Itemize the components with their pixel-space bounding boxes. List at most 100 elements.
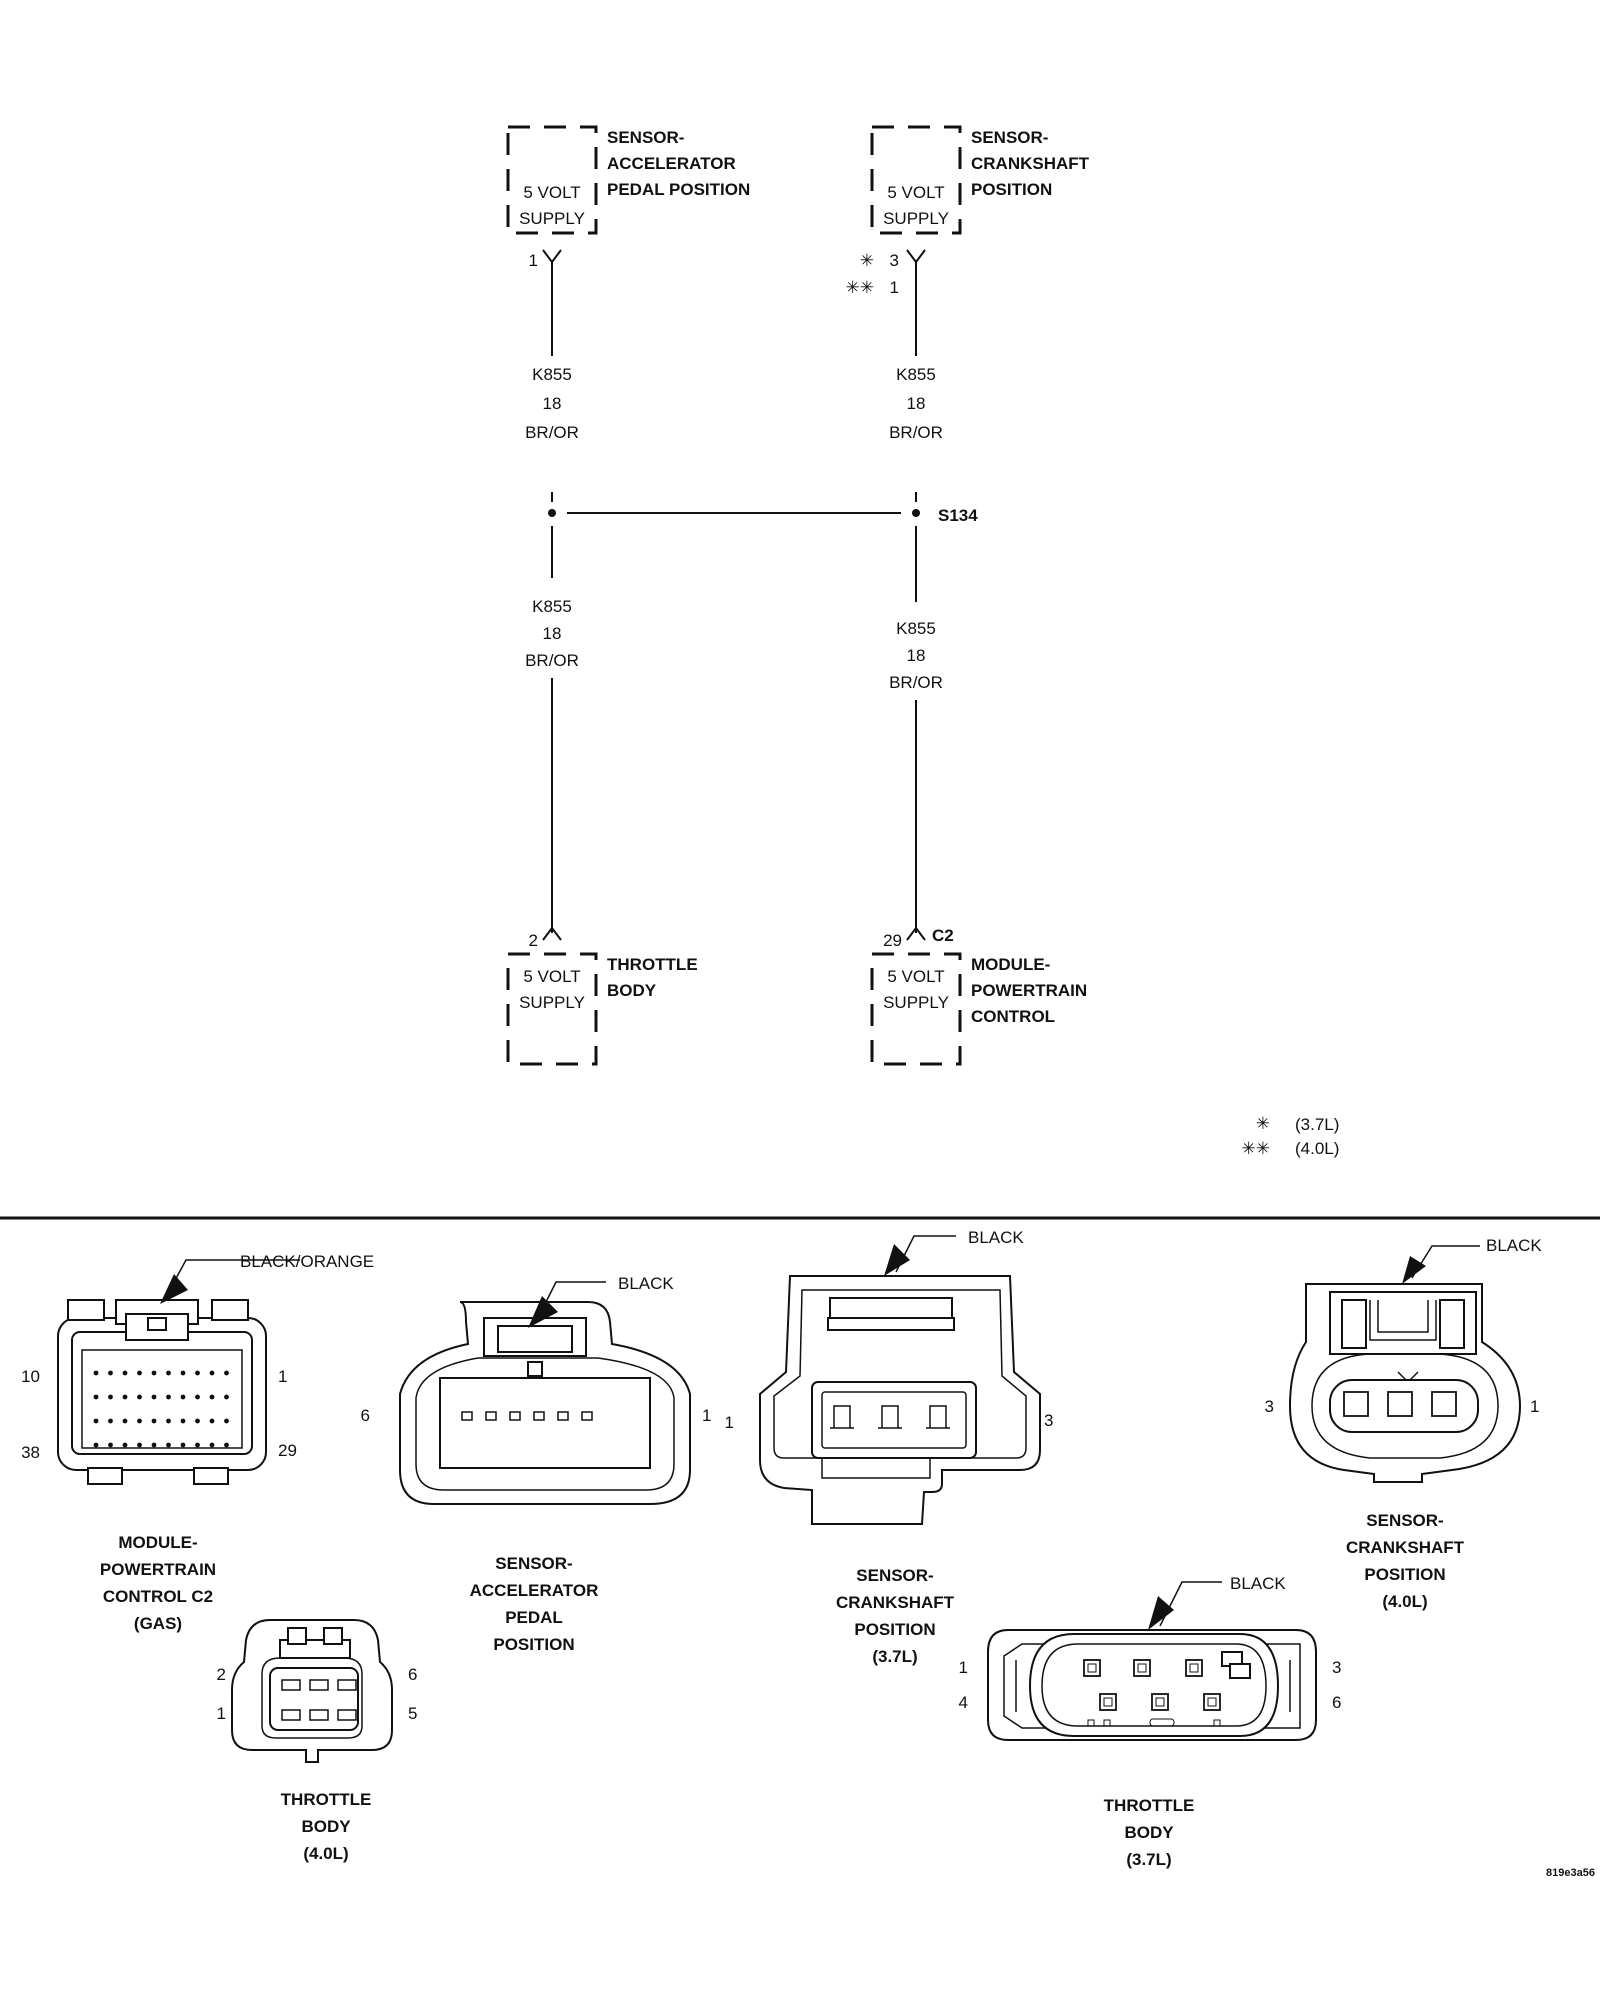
figure-id: 819e3a56: [1546, 1867, 1595, 1879]
tb-40-caption-2: BODY: [301, 1817, 351, 1836]
app-sensor-box: 5 VOLT SUPPLY SENSOR- ACCELERATOR PEDAL …: [506, 125, 750, 235]
pcm-connector-label: C2: [932, 926, 954, 945]
pcm-pin-cavity: [166, 1370, 171, 1376]
pcm-pin-cavity: [122, 1442, 128, 1448]
pcm-c2-caption-2: POWERTRAIN: [100, 1560, 216, 1579]
wire-top-left-gauge: 18: [543, 394, 562, 413]
tb-37-pin-cavity: [1099, 1693, 1117, 1711]
tb-40-pin-cavity: [337, 1679, 357, 1691]
tb-37-color-label: BLACK: [1230, 1574, 1286, 1593]
wire-top-left-color: BR/OR: [525, 423, 579, 442]
pcm-pin-cavity: [108, 1442, 113, 1448]
pcm-pin-number: 29: [883, 931, 902, 950]
ckp-40-caption-2: CRANKSHAFT: [1346, 1538, 1465, 1557]
tb-40-caption-3: (4.0L): [303, 1844, 348, 1863]
ckp-pin-4-0l: 1: [890, 278, 899, 297]
ckp-sensor-label-3: POSITION: [971, 180, 1052, 199]
footnote-text-1: (3.7L): [1295, 1115, 1339, 1134]
pcm-terminal: 29 C2: [883, 926, 954, 950]
pcm-label-2: POWERTRAIN: [971, 981, 1087, 1000]
pcm-pin-cavity: [195, 1442, 200, 1448]
app-pin-cavity: [557, 1411, 569, 1421]
pcm-pin-cavity: [209, 1418, 215, 1424]
ckp-sensor-box: 5 VOLT SUPPLY SENSOR- CRANKSHAFT POSITIO…: [870, 125, 1090, 235]
tb-37-caption-1: THROTTLE: [1104, 1796, 1195, 1815]
ckp-40-pin-1-label: 1: [1530, 1397, 1539, 1416]
pcm-pin-cavity: [166, 1394, 171, 1400]
wire-bottom-right-color: BR/OR: [889, 673, 943, 692]
app-caption-2: ACCELERATOR: [470, 1581, 599, 1600]
pcm-pin-cavity: [166, 1418, 171, 1424]
tb-37-caption-2: BODY: [1124, 1823, 1174, 1842]
footnote-symbol-1: ✳: [1256, 1114, 1270, 1133]
ckp-37-pin-cavity: [926, 1405, 950, 1429]
app-sensor-label-1: SENSOR-: [607, 128, 684, 147]
pcm-pin-cavity: [151, 1394, 157, 1400]
ckp-37-connector-view: BLACK 1 3 SENSOR- CRANKSHAFT POSITION (3…: [725, 1228, 1054, 1666]
tb-37-pin-4-label: 4: [959, 1693, 968, 1712]
pcm-pin-cavity: [137, 1442, 142, 1448]
tb-supply-line-2: SUPPLY: [519, 993, 585, 1012]
pcm-pin-cavity: [93, 1394, 99, 1400]
pcm-pin-cavity: [224, 1370, 229, 1376]
ckp-40-pin-cavity: [1387, 1391, 1413, 1417]
pcm-pin-cavity: [108, 1370, 113, 1376]
tb-37-pin-inner: [1103, 1697, 1113, 1707]
app-pin-cavity: [509, 1411, 521, 1421]
wire-bottom-right-circuit: K855: [896, 619, 936, 638]
pcm-pin-cavity: [137, 1418, 142, 1424]
app-pin-cavity: [485, 1411, 497, 1421]
tb-37-pin-inner: [1155, 1697, 1165, 1707]
ckp-40-pin-cavities: [1343, 1391, 1457, 1417]
tb-37-pin-cavity: [1151, 1693, 1169, 1711]
app-caption-3: PEDAL: [505, 1608, 563, 1627]
tb-40-connector-view: 2 6 1 5 THROTTLE BODY (4.0L): [217, 1619, 417, 1863]
pcm-pin-cavity: [195, 1394, 200, 1400]
ckp-pin-note-symbol-2: ✳✳: [846, 278, 875, 297]
pcm-c2-connector-view: BLACK/ORANGE 10 1 38 29 MODULE- POWERTRA…: [21, 1252, 374, 1633]
pcm-pin-cavity: [195, 1418, 200, 1424]
tb-37-small-feature: [1213, 1719, 1221, 1727]
ckp-37-caption-1: SENSOR-: [856, 1566, 933, 1585]
pcm-supply-line-2: SUPPLY: [883, 993, 949, 1012]
ckp-supply-line-2: SUPPLY: [883, 209, 949, 228]
tb-37-pin-cavity: [1133, 1659, 1151, 1677]
tb-40-pin-cavity: [309, 1679, 329, 1691]
pcm-pin-cavity: [108, 1394, 113, 1400]
pcm-pin-cavity: [137, 1370, 142, 1376]
tb-supply-line-1: 5 VOLT: [523, 967, 580, 986]
ckp-pin-note-symbol-1: ✳: [860, 251, 874, 270]
tb-40-pin-cavity: [281, 1679, 301, 1691]
app-pin-cavity: [461, 1411, 473, 1421]
ckp-40-caption-4: (4.0L): [1382, 1592, 1427, 1611]
tb-37-pin-cavities: [1083, 1659, 1221, 1727]
app-caption-1: SENSOR-: [495, 1554, 572, 1573]
splice-node-left: [548, 509, 556, 517]
pcm-c2-pin-10: 10: [21, 1367, 40, 1386]
pcm-pin-cavity: [166, 1442, 171, 1448]
tb-40-pin-cavities: [281, 1679, 357, 1721]
pcm-pin-cavity: [180, 1442, 186, 1448]
wire-bottom-left-gauge: 18: [543, 624, 562, 643]
wire-top-right-circuit: K855: [896, 365, 936, 384]
throttle-body-box: 5 VOLT SUPPLY THROTTLE BODY: [506, 952, 698, 1066]
tb-37-pin-cavity: [1185, 1659, 1203, 1677]
wire-top-right-gauge: 18: [907, 394, 926, 413]
pcm-c2-pin-38: 38: [21, 1443, 40, 1462]
tb-40-pin-cavity: [337, 1709, 357, 1721]
tb-37-small-feature: [1087, 1719, 1095, 1727]
ckp-37-pin-cavity: [830, 1405, 854, 1429]
tb-37-pin-inner: [1189, 1663, 1199, 1673]
pcm-pin-cavity: [151, 1370, 157, 1376]
tb-37-pin-6-label: 6: [1332, 1693, 1341, 1712]
pcm-pin-cavities: [93, 1370, 229, 1448]
throttle-body-terminal: 2: [529, 926, 562, 950]
app-sensor-label-3: PEDAL POSITION: [607, 180, 750, 199]
pcm-pin-cavity: [122, 1370, 128, 1376]
app-pin-1-label: 1: [702, 1406, 711, 1425]
app-pin-cavities: [461, 1411, 593, 1421]
tb-37-caption-3: (3.7L): [1126, 1850, 1171, 1869]
pcm-pin-cavity: [224, 1394, 229, 1400]
pcm-pin-cavity: [180, 1418, 186, 1424]
